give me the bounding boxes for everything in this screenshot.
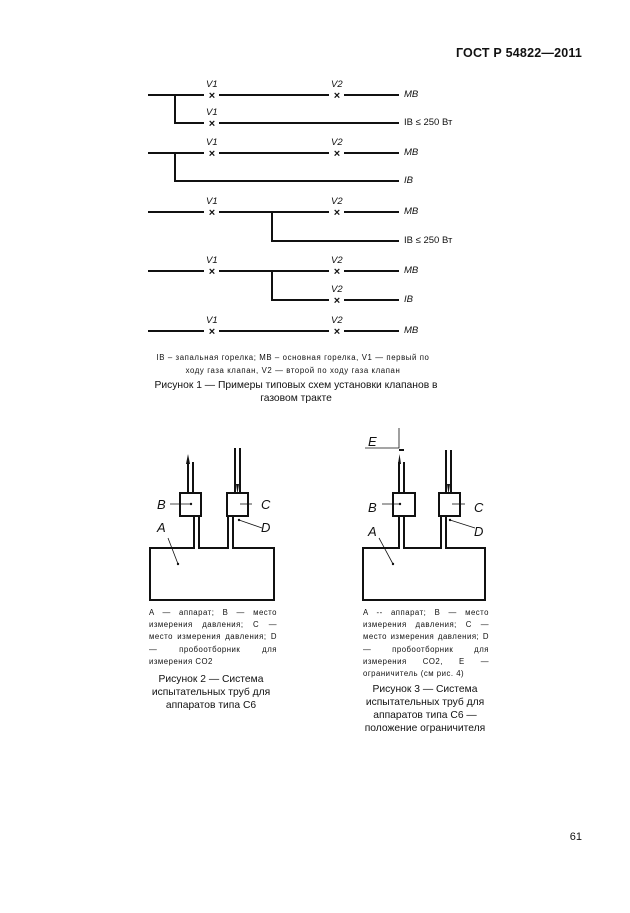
valve-v1-label: V1 [206,315,218,326]
figure3-label-b: B [368,500,377,515]
valve-v2-label: V2 [331,196,343,207]
valve-v2-label: V2 [331,255,343,266]
figure2-label-b: B [157,497,166,512]
valve-v1-mark: × [209,148,215,160]
main-burner-label: MB [404,265,419,276]
figure2-test-pipe-diagram [149,448,275,601]
page-number: 61 [569,831,582,843]
valve-v2-label: V2 [331,137,343,148]
figure2-caption: Рисунок 2 — Система испытательных труб д… [151,674,271,711]
valve-v1-mark: × [209,118,215,130]
valve-v1-mark: × [209,90,215,102]
figure3-caption: Рисунок 3 — Система испытательных труб д… [364,684,486,734]
valve-v2-mark: × [334,90,340,102]
valve-v1-label: V1 [206,196,218,207]
valve-v1-label: V1 [206,137,218,148]
figure3-test-pipe-diagram [362,428,486,601]
valve-v2-mark: × [334,295,340,307]
figure1-valve-diagram: × × × × × × × × × × × × [148,89,399,338]
valve-v1-mark: × [209,326,215,338]
ignition-burner-label: IB [404,294,413,305]
valve-v2-mark: × [334,326,340,338]
ignition-burner-label: IB [404,175,413,186]
figure2-label-c: C [261,497,271,512]
valve-v2-mark: × [334,148,340,160]
figure3-legend: A -- аппарат; B — место измерения давлен… [363,608,489,679]
main-burner-label: MB [404,325,419,336]
ignition-burner-limited-label: IB ≤ 250 Вт [404,235,453,246]
figure3-label-a: A [368,524,377,539]
figure2-label-d: D [261,520,271,535]
figure3-label-d: D [474,524,484,539]
valve-v2-label: V2 [331,315,343,326]
figure3-label-e: E [368,434,377,449]
ignition-burner-limited-label: IB ≤ 250 Вт [404,117,453,128]
valve-v1-label: V1 [206,107,218,118]
valve-v1-label: V1 [206,255,218,266]
valve-v1-mark: × [209,266,215,278]
figure3-label-c: C [474,500,484,515]
valve-v2-mark: × [334,207,340,219]
valve-v2-label: V2 [331,284,343,295]
valve-v1-label: V1 [206,79,218,90]
figure2-legend: A — аппарат; B — место измерения давлени… [149,608,277,666]
valve-v2-label: V2 [331,79,343,90]
figure2-label-a: A [157,520,166,535]
figure1-caption: Рисунок 1 — Примеры типовых схем установ… [154,380,438,404]
document-standard-number: ГОСТ Р 54822—2011 [455,46,582,60]
valve-v2-mark: × [334,266,340,278]
main-burner-label: MB [404,206,419,217]
main-burner-label: MB [404,147,419,158]
valve-v1-mark: × [209,207,215,219]
main-burner-label: MB [404,89,419,100]
figure1-legend: IB – запальная горелка; MB – основная го… [156,353,430,375]
